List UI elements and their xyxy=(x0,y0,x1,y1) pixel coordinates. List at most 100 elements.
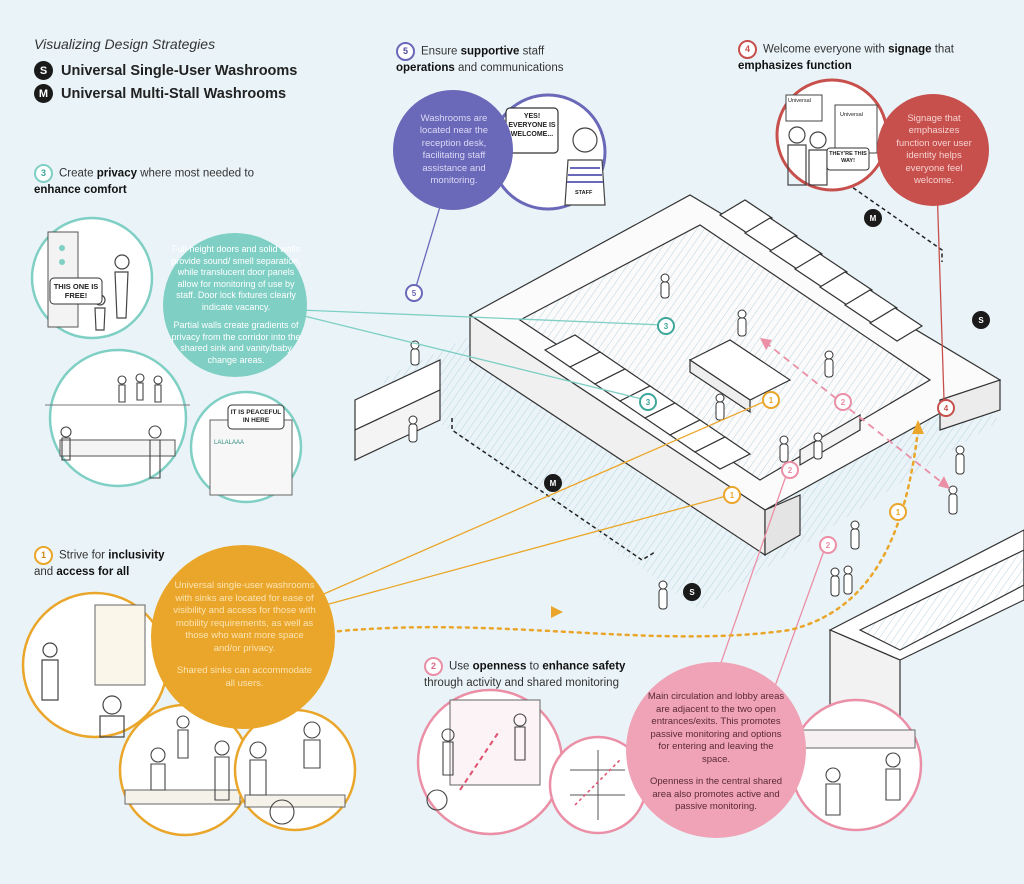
openness-path xyxy=(764,341,946,486)
person-figure xyxy=(249,741,267,796)
plan-marker-s1: S xyxy=(683,583,701,601)
people-figures xyxy=(408,273,965,610)
person-figure xyxy=(117,375,127,403)
multi-stall-badge: M xyxy=(34,84,53,103)
openness-number: 2 xyxy=(424,657,443,676)
privacy-sketch-sinks xyxy=(48,348,188,488)
person-figure xyxy=(824,350,834,378)
signage-bubble-text: Signage that emphasizes function over us… xyxy=(896,112,972,187)
sketch-free-text: THIS ONE IS FREE! xyxy=(53,282,99,300)
person-figure xyxy=(176,715,190,759)
privacy-sketches xyxy=(30,216,303,504)
person-figure xyxy=(153,375,163,403)
privacy-bubble-text: Full-height doors and solid walls provid… xyxy=(171,244,301,365)
plan-marker-n1b: 1 xyxy=(723,486,741,504)
openness-bubble-text: Main circulation and lobby areas are adj… xyxy=(647,691,785,813)
person-figure xyxy=(658,580,668,610)
plan-marker-s2: S xyxy=(972,311,990,329)
plan-marker-n4: 4 xyxy=(937,399,955,417)
speech-bubble-box xyxy=(227,404,285,430)
person-figure xyxy=(885,752,901,801)
wheelchair-wheel xyxy=(269,799,295,825)
sign-panel xyxy=(785,94,823,122)
sign-panel xyxy=(834,104,878,154)
staff-shirt-text: STAFF xyxy=(575,190,593,196)
plan-marker-n1c: 1 xyxy=(889,503,907,521)
inclusivity-path xyxy=(328,428,920,638)
stall-row-lower xyxy=(543,334,752,470)
floor-plan xyxy=(354,194,1024,782)
plan-marker-n5: 5 xyxy=(405,284,423,302)
person-figure xyxy=(408,415,418,443)
staff-number: 5 xyxy=(396,42,415,61)
person-figure xyxy=(303,721,321,769)
person-figure xyxy=(779,435,789,463)
person-figure xyxy=(850,520,860,550)
privacy-number: 3 xyxy=(34,164,53,183)
inclusivity-bubble-text: Universal single-user washrooms with sin… xyxy=(173,580,316,689)
plan-marker-n2a: 2 xyxy=(834,393,852,411)
person-figure xyxy=(825,767,841,816)
plan-marker-m2: M xyxy=(864,209,882,227)
openness-bubble xyxy=(626,662,806,838)
openness-sketch-lobby xyxy=(789,698,923,832)
plan-marker-n1a: 1 xyxy=(762,391,780,409)
speech-bubble-box xyxy=(826,147,870,171)
circulation-paths xyxy=(328,338,950,638)
person-figure xyxy=(660,273,670,299)
sketch-peaceful-text: IT IS PEACEFUL IN HERE xyxy=(230,409,282,424)
person-figure xyxy=(150,747,166,791)
person-figure xyxy=(135,373,145,401)
person-figure xyxy=(441,728,455,776)
staff-sketch xyxy=(489,93,607,211)
person-figure xyxy=(99,695,125,738)
person-figure xyxy=(737,309,747,337)
plan-marker-m1: M xyxy=(544,474,562,492)
inclusivity-number: 1 xyxy=(34,546,53,565)
signage-number: 4 xyxy=(738,40,757,59)
person-figure xyxy=(830,567,840,597)
person-figure xyxy=(41,642,59,701)
sign-universal-1: Universal xyxy=(788,98,811,104)
single-user-label: Universal Single-User Washrooms xyxy=(61,62,298,79)
plan-marker-n2b: 2 xyxy=(781,461,799,479)
plan-marker-n2c: 2 xyxy=(819,536,837,554)
plan-marker-n3b: 3 xyxy=(639,393,657,411)
inclusivity-bubble xyxy=(151,545,335,729)
person-figure xyxy=(148,425,162,479)
plan-marker-n3a: 3 xyxy=(657,317,675,335)
connector-lines xyxy=(299,149,945,701)
multi-stall-label: Universal Multi-Stall Washrooms xyxy=(61,85,287,102)
legend-single-user: S Universal Single-User Washrooms xyxy=(34,61,297,80)
person-figure xyxy=(843,565,853,595)
person-figure xyxy=(114,254,130,319)
staff-bubble-text: Washrooms are located near the reception… xyxy=(419,112,489,187)
sketch-lala-text: LALALAAA xyxy=(214,440,245,446)
privacy-bubble xyxy=(163,233,307,377)
legend-title: Visualizing Design Strategies xyxy=(34,36,216,52)
openness-sketches xyxy=(416,688,923,836)
person-figure xyxy=(955,445,965,475)
person-figure xyxy=(808,131,828,186)
person-figure xyxy=(813,432,823,460)
bracket-m-lower xyxy=(451,418,656,561)
person-figure xyxy=(787,126,807,186)
person-figure xyxy=(60,426,72,461)
speech-bubble-box xyxy=(49,277,103,305)
wheelchair-wheel xyxy=(426,789,448,811)
signage-bubble xyxy=(877,94,989,206)
person-figure xyxy=(715,393,725,421)
single-user-badge: S xyxy=(34,61,53,80)
signage-sketch xyxy=(775,78,889,192)
person-figure xyxy=(214,740,230,801)
legend-multi-stall: M Universal Multi-Stall Washrooms xyxy=(34,84,286,103)
inclusivity-sketches xyxy=(21,591,357,837)
person-figure xyxy=(948,485,958,515)
person-figure xyxy=(513,713,527,761)
